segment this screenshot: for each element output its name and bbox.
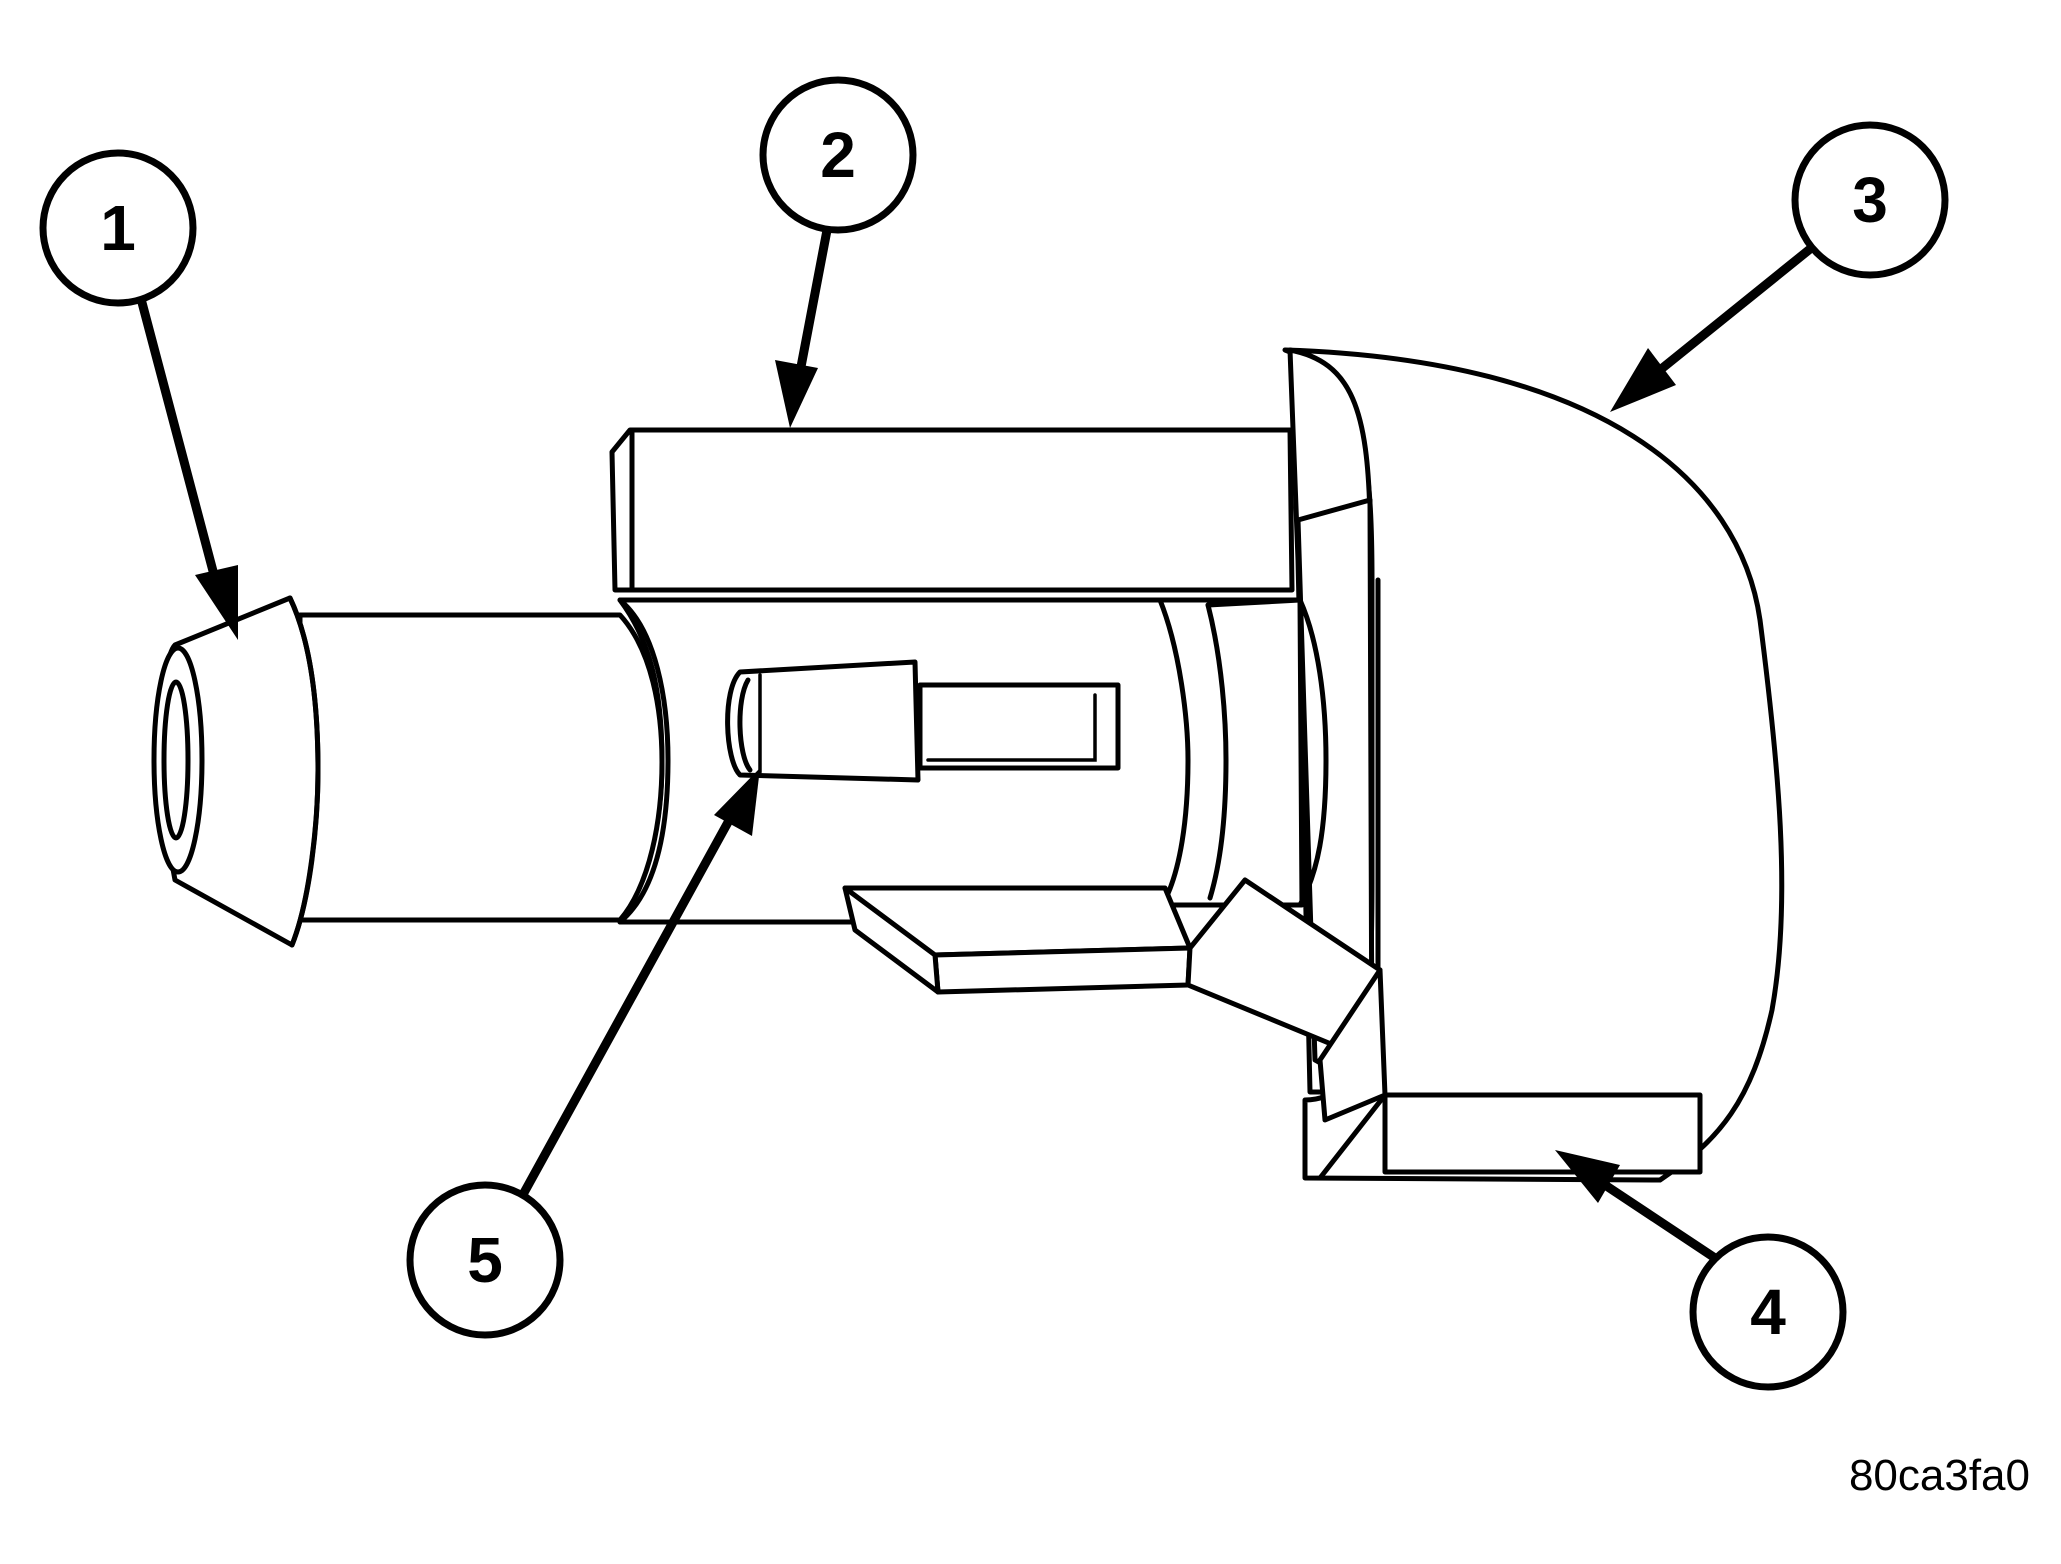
callout-5: 5 <box>406 768 760 1339</box>
callout-2: 2 <box>759 76 917 428</box>
upper-retainer-bar <box>609 427 1295 593</box>
callout-1-label: 1 <box>100 192 136 264</box>
callout-1: 1 <box>39 149 238 640</box>
bottom-mounting-tab <box>842 877 1388 1123</box>
lock-cylinder-housing-head <box>1282 347 1785 1183</box>
figure-id: 80ca3fa0 <box>1849 1451 2030 1500</box>
front-bezel-cap <box>151 595 665 948</box>
callout-5-label: 5 <box>467 1224 503 1296</box>
callout-4-label: 4 <box>1750 1276 1786 1348</box>
callout-2-label: 2 <box>820 119 856 191</box>
key-release-slot <box>725 659 1121 783</box>
callout-3-label: 3 <box>1852 164 1888 236</box>
callout-3: 3 <box>1610 121 1949 412</box>
callout-4: 4 <box>1555 1150 1847 1391</box>
